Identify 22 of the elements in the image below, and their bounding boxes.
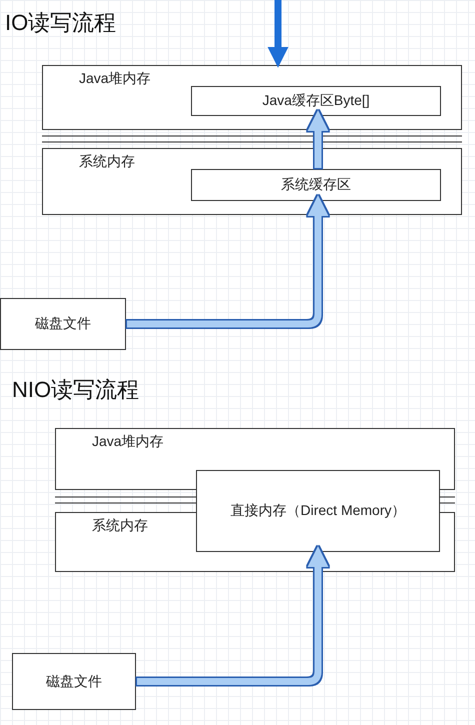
section-title: IO读写流程 xyxy=(5,9,116,37)
arrow xyxy=(308,110,328,168)
memory-box xyxy=(191,169,441,201)
section-title: NIO读写流程 xyxy=(12,376,140,404)
box-label: Java堆内存 xyxy=(79,70,151,88)
box-label: 磁盘文件 xyxy=(46,672,102,690)
memory-box xyxy=(0,298,126,350)
box-label: Java缓存区Byte[] xyxy=(262,92,370,110)
memory-box xyxy=(196,470,440,552)
arrow xyxy=(268,0,288,68)
memory-box xyxy=(42,65,462,130)
box-label: 磁盘文件 xyxy=(35,315,91,333)
memory-box xyxy=(12,653,136,710)
arrow xyxy=(137,546,328,685)
box-label: 系统内存 xyxy=(92,517,148,535)
memory-box xyxy=(42,148,462,215)
box-label: 系统缓存区 xyxy=(281,176,351,194)
memory-box xyxy=(191,86,441,116)
box-label: 系统内存 xyxy=(79,153,135,171)
arrow xyxy=(127,195,328,328)
box-label: Java堆内存 xyxy=(92,433,164,451)
box-label: 直接内存（Direct Memory） xyxy=(230,502,406,520)
